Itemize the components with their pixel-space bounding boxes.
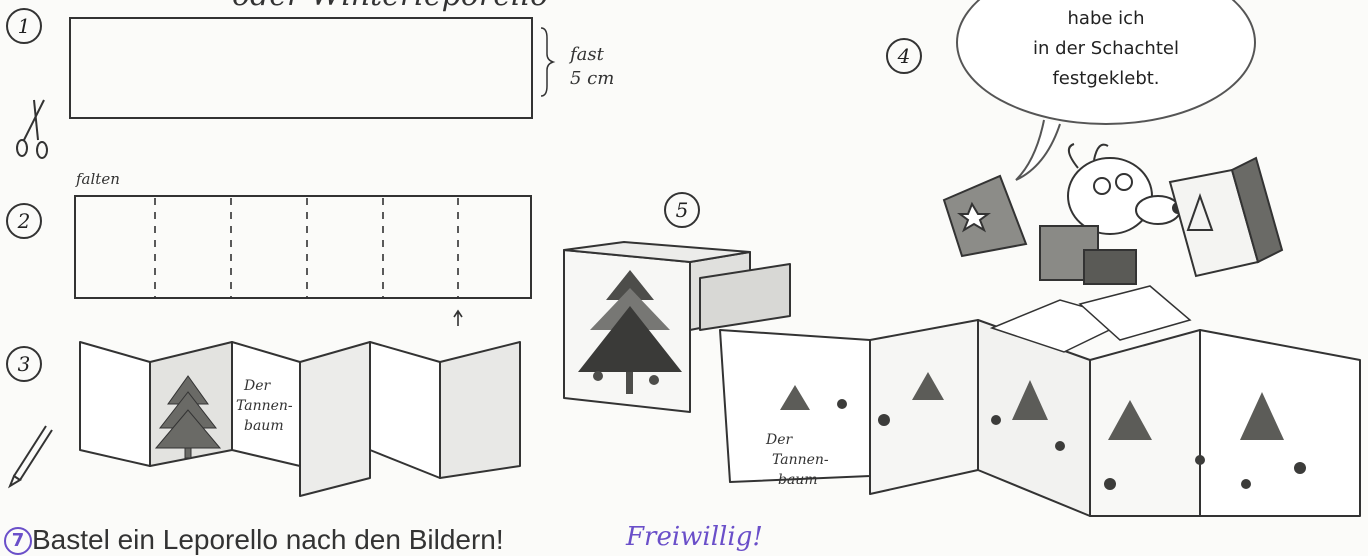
strip-width-label-line2: 5 cm <box>570 68 614 89</box>
card-text-line1: Der <box>244 378 270 394</box>
task-number: 7 <box>12 530 25 551</box>
bubble-line1: habe ich <box>958 4 1254 34</box>
task-note: Freiwillig! <box>626 522 763 552</box>
bubble-line3: festgeklebt. <box>958 64 1254 94</box>
strip-width-label-line1: fast <box>570 44 604 65</box>
dog-character <box>1040 144 1183 284</box>
book-text-line3: baum <box>778 472 818 488</box>
task-number-badge: 7 <box>4 527 32 555</box>
scissors-icon <box>17 100 47 158</box>
star-card-icon <box>944 176 1026 256</box>
paper-strip <box>70 18 532 118</box>
fold-label: falten <box>76 170 120 188</box>
zigzag-leporello <box>80 342 520 496</box>
arrow-up-icon <box>454 311 462 326</box>
speech-bubble-tail <box>1016 120 1060 180</box>
card-text-line2: Tannen- <box>236 398 293 414</box>
brace-icon <box>541 28 553 96</box>
task-instruction: Bastel ein Leporello nach den Bildern! <box>32 524 504 556</box>
pencil-icon <box>10 426 52 486</box>
book-text-line2: Tannen- <box>772 452 829 468</box>
book-text-line1: Der <box>766 432 792 448</box>
bubble-line2: in der Schachtel <box>958 34 1254 64</box>
folding-strip <box>75 196 531 298</box>
card-text-line3: baum <box>244 418 284 434</box>
fold-lines <box>155 198 458 298</box>
tree-box-icon <box>1170 158 1282 276</box>
